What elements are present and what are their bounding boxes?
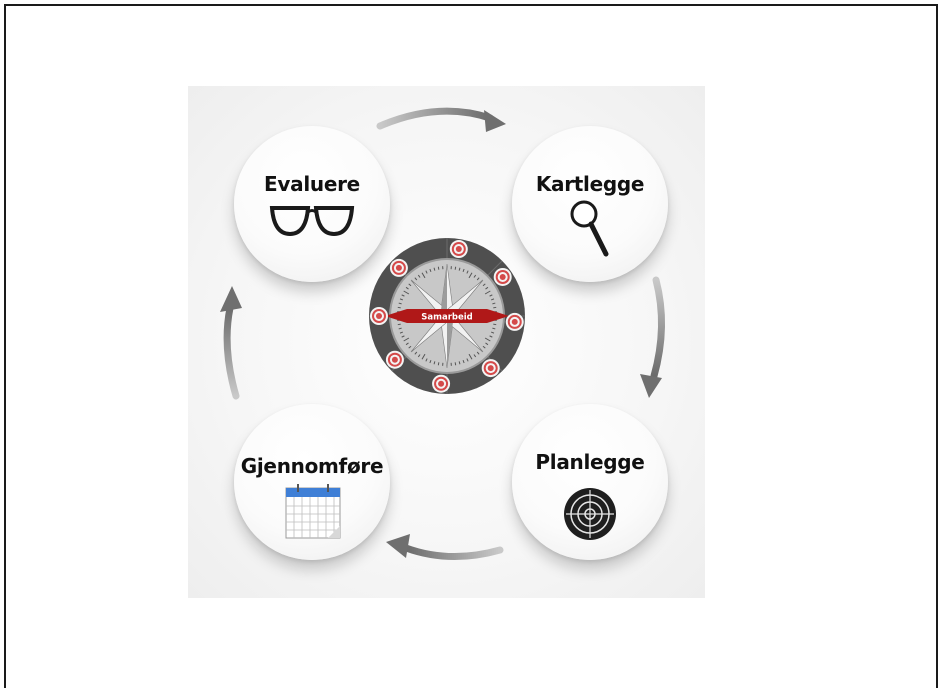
ring-target-marker [386, 351, 404, 369]
ring-target-marker [494, 268, 512, 286]
ring-target-marker [390, 259, 408, 277]
center-compass: Samarbeid [367, 236, 527, 396]
cycle-diagram: Evaluere Kartlegge Planlegge Gjennomføre [188, 86, 705, 598]
node-gjennomfore: Gjennomføre [234, 404, 390, 560]
ring-target-marker [506, 313, 524, 331]
ring-target-marker [450, 240, 468, 258]
node-label-kartlegge: Kartlegge [512, 172, 668, 196]
node-planlegge: Planlegge [512, 404, 668, 560]
arrow-gjennomfore-to-evaluere [227, 308, 236, 396]
arrowhead-bottom [386, 534, 410, 558]
arrowhead-left [220, 286, 242, 312]
arrow-kartlegge-to-planlegge [654, 280, 662, 376]
glasses-icon [268, 204, 356, 238]
ring-target-marker [482, 359, 500, 377]
ring-target-marker [370, 307, 388, 325]
node-label-gjennomfore: Gjennomføre [234, 454, 390, 478]
node-label-planlegge: Planlegge [512, 450, 668, 474]
ring-target-marker [432, 375, 450, 393]
node-label-evaluere: Evaluere [234, 172, 390, 196]
center-label: Samarbeid [421, 313, 473, 323]
target-icon [562, 486, 618, 542]
node-kartlegge: Kartlegge [512, 126, 668, 282]
arrow-planlegge-to-gjennomfore [406, 548, 500, 557]
compass-icon: Samarbeid [367, 236, 527, 396]
magnifier-icon [568, 198, 612, 260]
arrow-evaluere-to-kartlegge [380, 111, 490, 126]
arrowhead-top [484, 110, 506, 132]
arrowhead-right [640, 374, 662, 398]
calendar-icon [284, 482, 342, 540]
